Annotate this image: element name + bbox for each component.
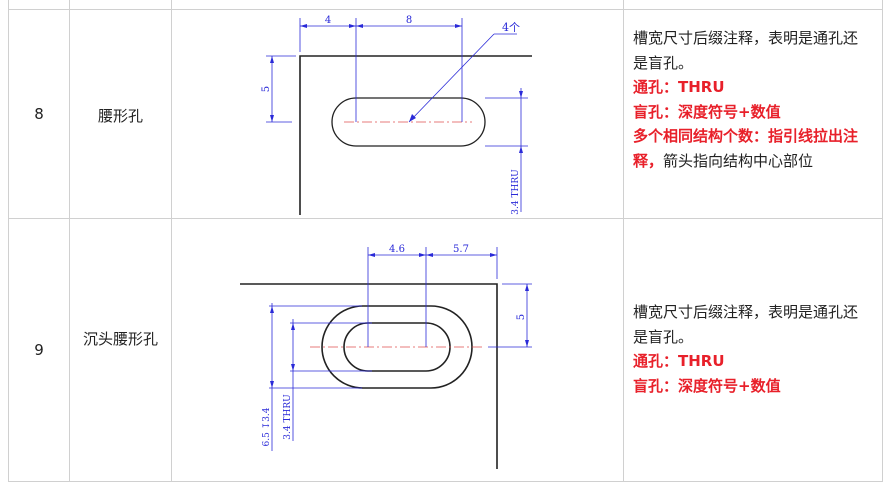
column-divider-2 (171, 0, 172, 482)
row-index: 8 (34, 105, 44, 123)
note-multi-bold: 多个相同结构个数：指引线拉出注释， (633, 127, 859, 170)
table-border-top (8, 9, 883, 10)
count-label: 4个 (502, 21, 520, 34)
note-intro: 槽宽尺寸后缀注释，表明是通孔还是盲孔。 (633, 303, 859, 346)
table-border-bottom (8, 481, 883, 482)
slot-hole-drawing: 4 8 4个 5 3.4 THRU (261, 15, 532, 215)
dim-depth: 3.4 THRU (511, 169, 521, 215)
note-blind: 盲孔：深度符号+数值 (633, 376, 781, 395)
table-border-left (8, 0, 9, 482)
dim-top-left: 4.6 (389, 244, 405, 255)
row-index: 9 (34, 341, 44, 359)
table-border-right (882, 0, 883, 482)
notes-row-9: 槽宽尺寸后缀注释，表明是通孔还是盲孔。 通孔：THRU 盲孔：深度符号+数值 (633, 300, 871, 398)
dim-depth: 3.4 THRU (283, 394, 293, 440)
feature-name: 腰形孔 (97, 107, 143, 125)
dim-top-right: 8 (406, 15, 412, 26)
dim-top-left: 4 (325, 15, 331, 26)
note-multi-tail: 箭头指向结构中心部位 (663, 151, 814, 170)
column-divider-1 (69, 0, 70, 482)
notes-row-8: 槽宽尺寸后缀注释，表明是通孔还是盲孔。 通孔：THRU 盲孔：深度符号+数值 多… (633, 26, 871, 173)
dim-counterbore: 6.5 ↧3.4 (262, 407, 272, 446)
dim-height: 5 (516, 314, 527, 320)
note-through: 通孔：THRU (633, 78, 725, 96)
column-divider-3 (623, 0, 624, 482)
feature-name: 沉头腰形孔 (82, 330, 158, 348)
note-blind: 盲孔：深度符号+数值 (633, 102, 781, 121)
note-intro: 槽宽尺寸后缀注释，表明是通孔还是盲孔。 (633, 29, 859, 72)
note-through: 通孔：THRU (633, 352, 725, 370)
dim-height: 5 (261, 86, 272, 92)
counterbore-slot-drawing: 4.6 5.7 5 6.5 ↧3.4 3.4 THRU (240, 244, 532, 469)
table-row-divider (8, 218, 883, 219)
note-multi: 多个相同结构个数：指引线拉出注释，箭头指向结构中心部位 (633, 124, 871, 173)
dim-top-right: 5.7 (453, 244, 469, 255)
